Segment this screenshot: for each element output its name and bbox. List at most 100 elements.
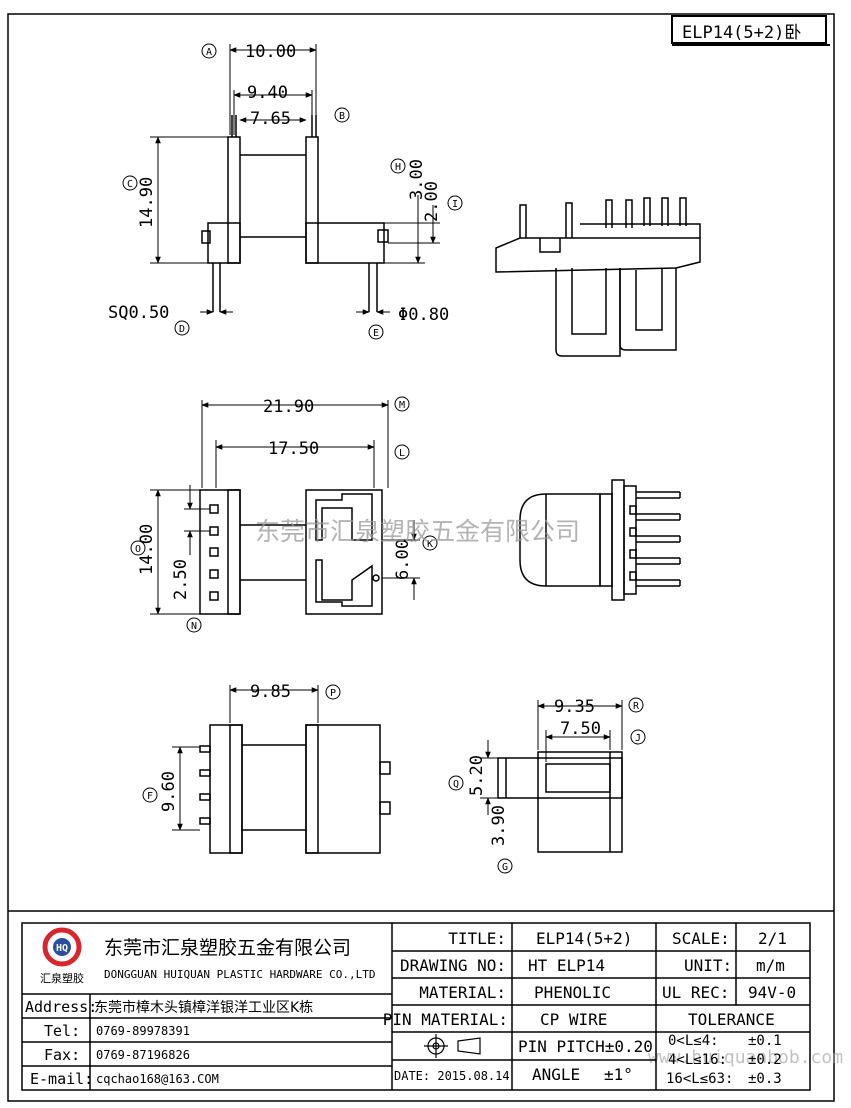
svg-text:B: B [339, 111, 345, 122]
marker-j: J [630, 729, 646, 745]
svg-text:L: L [399, 448, 405, 459]
dim-9-40: 9.40 [247, 83, 288, 103]
svg-text:G: G [502, 862, 508, 873]
sheet-border [7, 13, 835, 1102]
svg-text:D: D [179, 324, 185, 335]
marker-d: D [174, 320, 190, 336]
svg-text:E: E [373, 328, 379, 339]
tel-label: Tel: [44, 1022, 80, 1040]
dim-14-90: 14.90 [137, 177, 157, 228]
dim-3-00: 3.00 [407, 159, 427, 200]
svg-text:K: K [427, 539, 433, 550]
marker-i: I [447, 195, 463, 211]
pin-material-label: PIN MATERIAL: [383, 1010, 508, 1029]
address-value: 东莞市樟木头镇樟洋银洋工业区K栋 [94, 999, 313, 1016]
drawing-no-value: HT ELP14 [528, 956, 605, 975]
front-view-labels: 10.00 9.40 7.65 14.90 3.00 2.00 SQ0.50 Φ… [108, 42, 449, 325]
fax-label: Fax: [44, 1046, 80, 1064]
scale-unit-block: SCALE: 2/1 UNIT: m/m UL REC: 94V-0 TOLER… [662, 929, 796, 1029]
marker-o: O [130, 540, 146, 556]
marker-e: E [368, 324, 384, 340]
email-label: E-mail: [30, 1070, 93, 1088]
dim-10-00: 10.00 [245, 42, 296, 62]
drawing-date: DATE: 2015.08.14 [394, 1069, 510, 1083]
svg-text:N: N [191, 621, 197, 632]
tol2-range: 4<L≤16: [668, 1052, 727, 1068]
unit-value: m/m [756, 956, 785, 975]
dim-5-20: 5.20 [467, 755, 487, 796]
window-view-dims [480, 700, 623, 815]
dim-sq0-50: SQ0.50 [108, 303, 169, 323]
logo-caption: 汇泉塑胶 [40, 971, 84, 985]
bottom-view-dims [150, 400, 420, 615]
watermark-company: 东莞市汇泉塑胶五金有限公司 [255, 517, 580, 546]
header-title-box: ELP14(5+2)卧 [671, 15, 830, 46]
marker-f: F [142, 787, 158, 803]
dim-14-00: 14.00 [137, 524, 157, 575]
front-view-dims [150, 44, 440, 315]
tolerance-table: 0<L≤4: ±0.1 4<L≤16: ±0.2 16<L≤63: ±0.3 [666, 1033, 782, 1087]
marker-m: M [394, 396, 410, 412]
spec-labels: TITLE: DRAWING NO: MATERIAL: PIN MATERIA… [383, 929, 508, 1029]
marker-k: K [422, 535, 438, 551]
svg-text:O: O [135, 544, 141, 555]
top-view [199, 724, 391, 854]
dim-9-35: 9.35 [554, 697, 595, 717]
tolerance-label: TOLERANCE [688, 1010, 775, 1029]
dim-6-00: 6.00 [393, 539, 413, 580]
dim-9-85: 9.85 [250, 682, 291, 702]
title-block [8, 910, 834, 1091]
address-label: Address: [25, 998, 97, 1016]
unit-label: UNIT: [684, 956, 732, 975]
marker-h: H [390, 158, 406, 174]
marker-a: A [201, 43, 217, 59]
marker-n: N [186, 617, 202, 633]
window-view [497, 751, 623, 853]
svg-text:H: H [395, 162, 401, 173]
tol2-value: ±0.2 [748, 1052, 782, 1068]
svg-text:C: C [127, 179, 133, 190]
company-name-cn: 东莞市汇泉塑胶五金有限公司 [104, 937, 351, 959]
fax-value: 0769-87196826 [96, 1048, 190, 1062]
dim-21-90: 21.90 [263, 397, 314, 417]
pin-material-value: CP WIRE [540, 1010, 607, 1029]
bottom-view-labels: 21.90 17.50 14.00 2.50 6.00 [137, 397, 413, 600]
dim-7-50: 7.50 [560, 719, 601, 739]
header-title: ELP14(5+2)卧 [682, 23, 801, 43]
company-logo: HQ 汇泉塑胶 [40, 927, 84, 985]
marker-b: B [334, 107, 350, 123]
ul-rec-label: UL REC: [662, 983, 729, 1002]
projection-symbol-icon [424, 1034, 481, 1058]
drawing-no-label: DRAWING NO: [400, 956, 506, 975]
svg-text:J: J [635, 733, 641, 744]
svg-text:R: R [633, 701, 640, 712]
window-view-labels: 9.35 7.50 5.20 3.90 [467, 697, 601, 846]
top-view-dims [172, 685, 319, 831]
angle-value: ±1° [604, 1065, 633, 1084]
material-value: PHENOLIC [534, 983, 611, 1002]
logo-letters: HQ [56, 943, 68, 954]
marker-c: C [122, 175, 138, 191]
contact-rows: Address: 东莞市樟木头镇樟洋银洋工业区K栋 Tel: 0769-8997… [25, 998, 313, 1088]
svg-text:A: A [206, 47, 212, 58]
marker-r: R [628, 697, 644, 713]
front-view [201, 115, 389, 312]
dim-17-50: 17.50 [268, 439, 319, 459]
ul-rec-value: 94V-0 [748, 983, 796, 1002]
top-view-labels: 9.85 9.60 [159, 682, 291, 812]
svg-text:I: I [452, 199, 458, 210]
svg-text:M: M [399, 400, 405, 411]
dim-7-65: 7.65 [250, 109, 291, 129]
svg-text:F: F [147, 791, 153, 802]
bottom-view [199, 489, 383, 615]
tel-value: 0769-89978391 [96, 1024, 190, 1038]
dim-phi0-80: Φ0.80 [398, 305, 449, 325]
scale-label: SCALE: [672, 929, 730, 948]
watermark-url: www.huiquanbob.com [648, 1047, 843, 1068]
tol3-range: 16<L≤63: [666, 1071, 733, 1087]
dim-2-50: 2.50 [171, 559, 191, 600]
tol1-value: ±0.1 [748, 1033, 782, 1049]
tol3-value: ±0.3 [748, 1071, 782, 1087]
isometric-view [495, 197, 701, 357]
